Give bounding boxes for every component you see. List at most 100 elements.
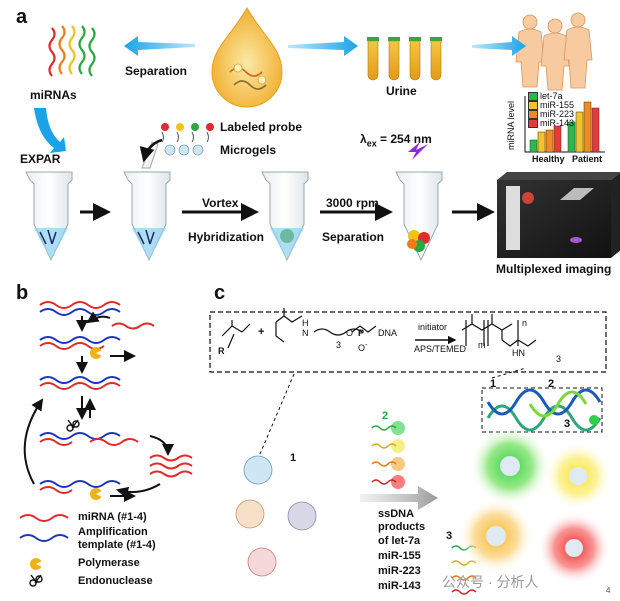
inset-group-patient: Patient: [572, 154, 603, 164]
label-1b: 1: [490, 378, 497, 390]
rx-m: m: [478, 340, 486, 350]
uv-bolt-icon: [408, 142, 428, 160]
rx-hn: HN: [512, 348, 525, 358]
label-2b: 2: [548, 378, 555, 390]
inset-legend-swatch: [528, 110, 538, 119]
rx-sub3b: 3: [556, 354, 562, 364]
inset-legend-item: miR-143: [528, 119, 574, 128]
labeled-probe-label: Labeled probe: [220, 120, 303, 134]
excitation-label: λex = 254 nm: [360, 132, 432, 149]
separation-top-label: Separation: [125, 64, 188, 78]
inset-bar-chart: [524, 96, 605, 153]
ssdna-item-143: miR-143: [378, 580, 421, 592]
inset-ylabel: miRNA level: [506, 100, 516, 150]
watermark: 公众号 · 分析人: [442, 574, 539, 590]
panel-a-letter: a: [16, 6, 28, 28]
legend-template-label-2: template (#1-4): [78, 539, 156, 551]
legend-polymerase-icon: [30, 558, 42, 570]
inset-legend-swatch: [528, 119, 538, 128]
mirna-strands-icon: [48, 25, 96, 77]
expar-label: EXPAR: [20, 152, 61, 166]
ssdna-line2: products: [378, 521, 426, 533]
inset-group-healthy: Healthy: [532, 154, 565, 164]
tube-hybrid: [261, 171, 309, 262]
legend-template-label-1: Amplification: [78, 526, 148, 538]
ssdna-item-223: miR-223: [378, 565, 421, 577]
separation-bottom-label: Separation: [322, 230, 385, 244]
page-number: 4: [606, 586, 611, 595]
inset-bar: [537, 131, 546, 153]
inset-bar: [591, 107, 600, 153]
inset-legend-label: miR-155: [540, 100, 575, 110]
microgels-label: Microgels: [220, 143, 277, 157]
ssdna-item-155: miR-155: [378, 550, 421, 562]
ssdna-line3: of let-7a: [378, 535, 421, 547]
mirnas-label: miRNAs: [30, 88, 77, 102]
rx-o-minus: O-: [358, 340, 368, 353]
rx-h: H: [302, 318, 309, 328]
inset-bar: [553, 125, 562, 153]
inset-legend-item: let-7a: [528, 92, 574, 101]
rx-plus: +: [258, 326, 265, 338]
rx-n: N: [302, 328, 309, 338]
label-3c: 3: [446, 530, 453, 542]
rx-initiator: initiator: [418, 322, 448, 332]
rx-n-sub: n: [522, 318, 528, 328]
tube-separated: [395, 171, 443, 262]
polymerase-icon-2: [90, 488, 102, 500]
urine-label: Urine: [386, 84, 417, 98]
endonuclease-icon: [66, 419, 80, 432]
label-2a: 2: [382, 410, 389, 422]
rx-o: O: [346, 328, 354, 338]
inset-legend-item: miR-223: [528, 110, 574, 119]
probe-column: [371, 421, 405, 489]
legend-endonuclease-icon: [29, 574, 43, 587]
ssdna-line1: ssDNA: [378, 508, 415, 520]
multiplexed-imaging-label: Multiplexed imaging: [496, 262, 612, 276]
inset-bar: [529, 139, 538, 153]
urine-drop-icon: [211, 6, 283, 108]
inset-legend-item: miR-155: [528, 101, 574, 110]
imaging-chamber: [497, 172, 620, 258]
rx-sub3: 3: [336, 340, 342, 350]
panel-b-letter: b: [16, 282, 29, 304]
arrow-mirna-to-expar: [34, 108, 66, 153]
labeled-probe-icon: [161, 123, 214, 143]
legend-endonuclease-label: Endonuclease: [78, 575, 153, 587]
inset-legend-label: let-7a: [540, 91, 563, 101]
arrow-probe-into-tube: [139, 138, 163, 163]
legend-mirna-label: miRNA (#1-4): [78, 511, 147, 523]
inset-bar: [567, 121, 576, 153]
urine-tubes-icon: [367, 37, 442, 81]
rx-p: P: [358, 328, 365, 338]
tube-probe: [123, 141, 171, 262]
rx-aps: APS/TEMED: [414, 344, 467, 354]
rpm-label: 3000 rpm: [326, 196, 379, 210]
rx-r: R: [218, 346, 225, 356]
arrow-urine-to-drop: [288, 36, 358, 56]
label-1a: 1: [290, 452, 297, 464]
microgels-icon: [164, 144, 204, 156]
arrow-people-to-urine: [472, 36, 526, 56]
inset-legend-label: miR-143: [540, 118, 575, 128]
hybridization-label: Hybridization: [188, 230, 265, 244]
dna-helix-icon: [486, 388, 602, 432]
legend-mirna-icon: [19, 514, 69, 522]
microgel-cluster: [235, 455, 317, 577]
panel-b-scheme: [23, 301, 193, 502]
inset-bar: [545, 129, 554, 153]
legend-polymerase-label: Polymerase: [78, 557, 140, 569]
label-3b: 3: [564, 418, 571, 430]
tube-expar: [25, 171, 73, 262]
rx-dna: DNA: [378, 328, 398, 338]
inset-legend-swatch: [528, 101, 538, 110]
people-icon: [515, 12, 593, 91]
inset-bar: [575, 111, 584, 153]
vortex-label: Vortex: [202, 196, 239, 210]
grey-arrow: [360, 486, 438, 510]
helix-box: [481, 387, 603, 433]
arrow-drop-to-mirna: [124, 36, 195, 56]
panel-c-letter: c: [214, 282, 226, 304]
